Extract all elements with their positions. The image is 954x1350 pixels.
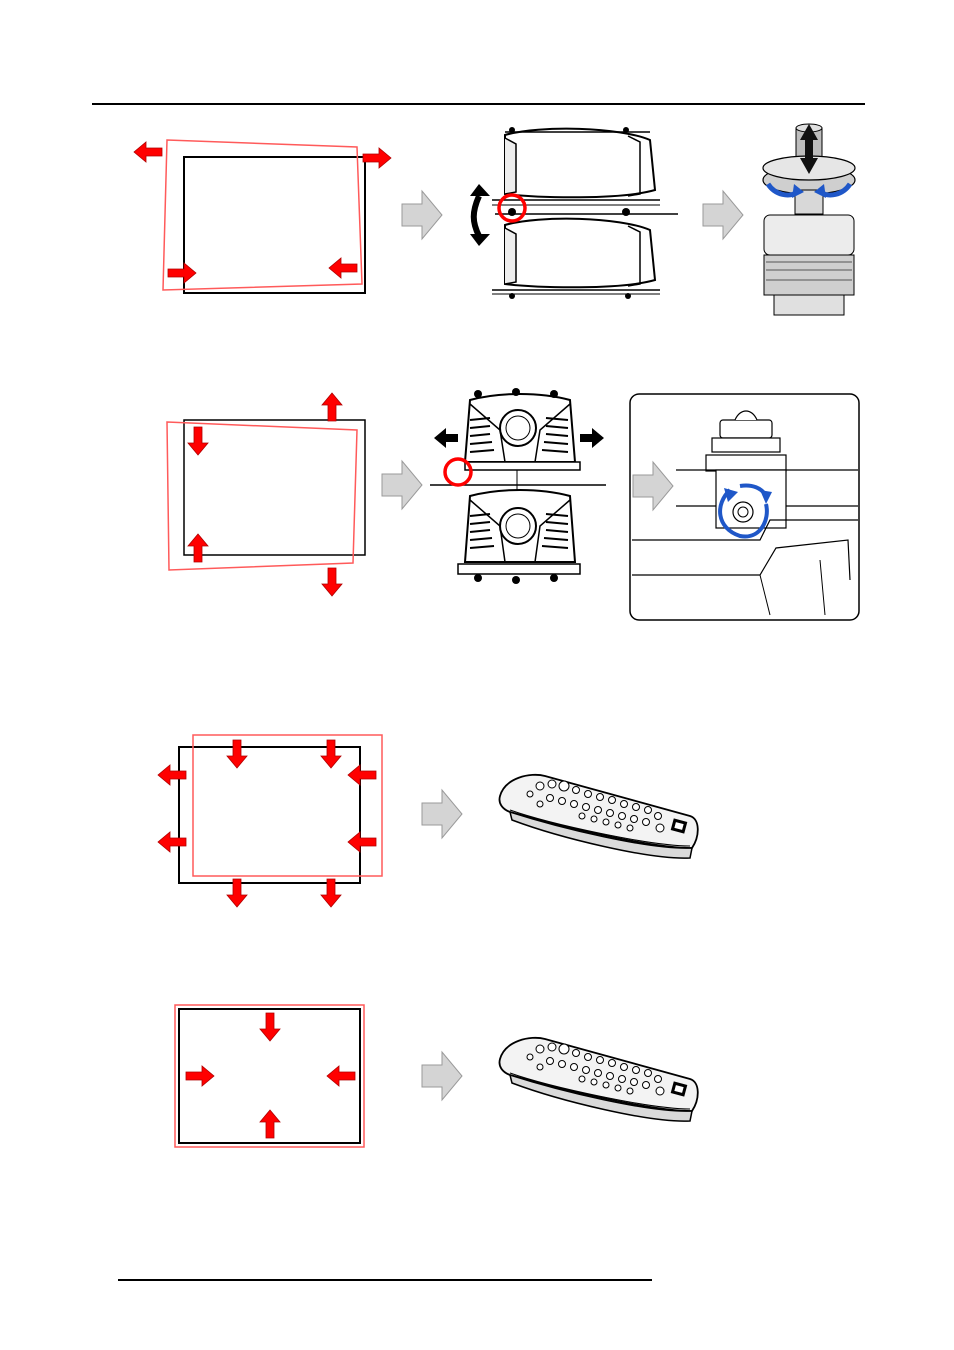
flow-arrow-icon — [382, 461, 422, 509]
distorted-image-diagram — [134, 140, 391, 293]
flow-arrow-icon — [402, 191, 442, 239]
remote-control-icon — [499, 1038, 697, 1121]
flow-arrow-icon — [422, 1052, 462, 1100]
remote-control-icon — [499, 775, 697, 858]
rotated-image-diagram — [167, 393, 365, 596]
stacked-projectors-side-view — [470, 127, 678, 299]
flow-arrow-icon — [633, 462, 673, 510]
scaled-image-diagram — [175, 1005, 364, 1147]
flow-arrow-icon — [703, 191, 743, 239]
flow-arrow-icon — [422, 790, 462, 838]
shifted-image-diagram — [158, 735, 382, 907]
adjustment-foot-closeup — [763, 124, 855, 315]
stacked-projectors-front-view — [430, 388, 606, 584]
rotation-bolt-closeup — [630, 394, 859, 620]
